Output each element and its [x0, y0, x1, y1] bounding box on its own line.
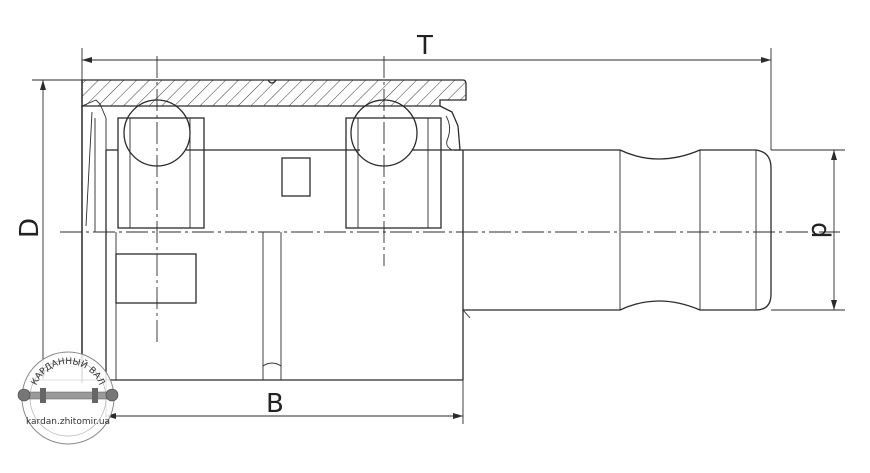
window-small [281, 157, 311, 197]
dimension-label-D: D [15, 218, 45, 238]
dimension-d: d [771, 149, 845, 311]
bearing-cage [117, 105, 461, 229]
dimension-B: B [105, 380, 464, 424]
watermark-stamp: КАРДАННЫЙ ВАЛ kardan.zhitomir.ua [17, 351, 119, 445]
window-large [115, 253, 197, 304]
dimension-D: D [15, 79, 106, 381]
housing [81, 79, 467, 383]
watermark-site: kardan.zhitomir.ua [26, 417, 110, 427]
housing-section-hatch [81, 79, 467, 107]
shaft-outline [412, 149, 772, 311]
dimension-label-T: T [416, 31, 433, 61]
shaft [412, 149, 772, 319]
driveshaft-icon [17, 388, 119, 403]
dimension-label-d: d [805, 222, 835, 239]
dimension-label-B: B [266, 389, 284, 419]
dimension-T: T [81, 31, 772, 150]
inner-race [105, 149, 464, 381]
